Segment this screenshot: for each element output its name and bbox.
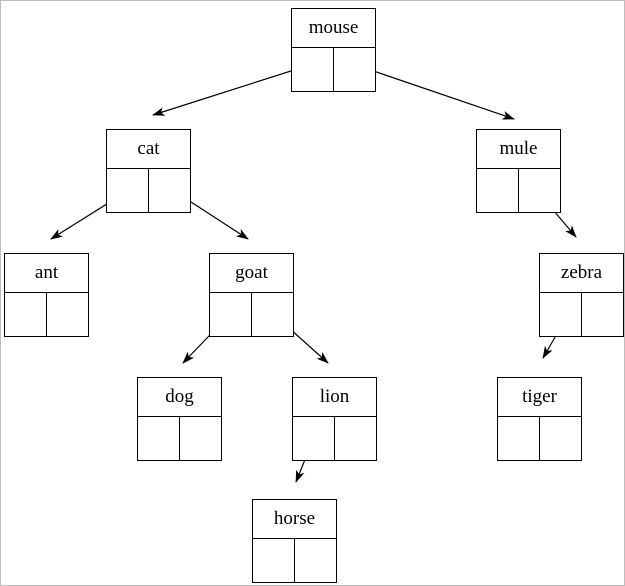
- tree-node-dog: dog: [137, 377, 222, 461]
- right-pointer-cell: [46, 293, 88, 336]
- right-pointer-cell: [539, 417, 581, 460]
- left-pointer-cell: [498, 417, 540, 460]
- node-pointer-row: [540, 293, 623, 336]
- node-pointer-row: [138, 417, 221, 460]
- left-pointer-cell: [107, 169, 149, 212]
- tree-node-mouse: mouse: [291, 8, 376, 92]
- node-pointer-row: [253, 539, 336, 582]
- node-label: goat: [210, 254, 293, 293]
- tree-node-zebra: zebra: [539, 253, 624, 337]
- tree-node-cat: cat: [106, 129, 191, 213]
- tree-node-goat: goat: [209, 253, 294, 337]
- right-pointer-cell: [251, 293, 293, 336]
- node-label: zebra: [540, 254, 623, 293]
- tree-node-tiger: tiger: [497, 377, 582, 461]
- node-label: dog: [138, 378, 221, 417]
- right-pointer-cell: [148, 169, 190, 212]
- tree-node-lion: lion: [292, 377, 377, 461]
- right-pointer-cell: [518, 169, 560, 212]
- right-pointer-cell: [334, 417, 376, 460]
- left-pointer-cell: [5, 293, 47, 336]
- tree-node-mule: mule: [476, 129, 561, 213]
- node-label: mouse: [292, 9, 375, 48]
- node-pointer-row: [293, 417, 376, 460]
- right-pointer-cell: [294, 539, 336, 582]
- node-pointer-row: [107, 169, 190, 212]
- node-pointer-row: [5, 293, 88, 336]
- node-label: ant: [5, 254, 88, 293]
- node-label: lion: [293, 378, 376, 417]
- node-pointer-row: [477, 169, 560, 212]
- node-label: mule: [477, 130, 560, 169]
- right-pointer-cell: [581, 293, 623, 336]
- tree-node-ant: ant: [4, 253, 89, 337]
- left-pointer-cell: [253, 539, 295, 582]
- tree-node-horse: horse: [252, 499, 337, 583]
- node-label: tiger: [498, 378, 581, 417]
- right-pointer-cell: [333, 48, 375, 91]
- left-pointer-cell: [292, 48, 334, 91]
- tree-edge-mouse-mule: [352, 63, 515, 120]
- node-pointer-row: [292, 48, 375, 91]
- left-pointer-cell: [138, 417, 180, 460]
- left-pointer-cell: [210, 293, 252, 336]
- node-pointer-row: [210, 293, 293, 336]
- node-label: horse: [253, 500, 336, 539]
- left-pointer-cell: [540, 293, 582, 336]
- right-pointer-cell: [179, 417, 221, 460]
- node-pointer-row: [498, 417, 581, 460]
- node-label: cat: [107, 130, 190, 169]
- left-pointer-cell: [293, 417, 335, 460]
- left-pointer-cell: [477, 169, 519, 212]
